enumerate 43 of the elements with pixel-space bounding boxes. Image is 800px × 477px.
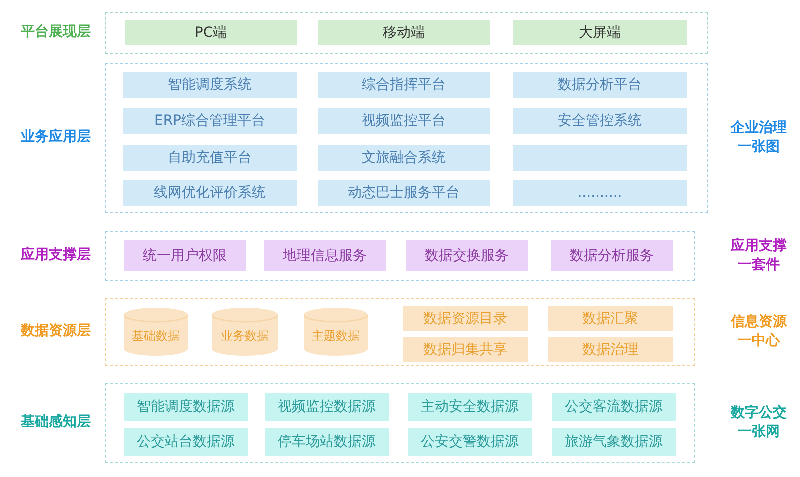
- layer-title: 业务应用层: [21, 128, 91, 146]
- layer-side-label: 信息资源一中心: [730, 313, 788, 351]
- module-box: 地理信息服务: [264, 240, 386, 271]
- module-box: 数据分析服务: [551, 240, 673, 271]
- module-box: 数据交换服务: [406, 240, 528, 271]
- module-box: 视频监控数据源: [265, 393, 389, 421]
- module-box: 智能调度数据源: [124, 393, 248, 421]
- layer-side-label: 企业治理一张图: [730, 119, 788, 157]
- module-box: 视频监控平台: [318, 108, 490, 134]
- empty-box: [513, 145, 687, 171]
- layer-title: 基础感知层: [21, 413, 91, 431]
- layer-title: 平台展现层: [21, 23, 91, 41]
- module-box: 自助充值平台: [123, 145, 297, 171]
- module-box: 综合指挥平台: [318, 72, 490, 98]
- module-box: 数据汇聚: [548, 306, 673, 331]
- module-box: 文旅融合系统: [318, 145, 490, 171]
- layer-title: 应用支撑层: [21, 246, 91, 264]
- module-box: 安全管控系统: [513, 108, 687, 134]
- module-box: PC端: [125, 20, 297, 45]
- module-box: 大屏端: [513, 20, 687, 45]
- cylinder-label: 业务数据: [221, 328, 269, 344]
- module-box: 公安交警数据源: [408, 428, 532, 456]
- module-box: 数据归集共享: [403, 337, 528, 362]
- module-box: 主动安全数据源: [408, 393, 532, 421]
- module-box: 移动端: [318, 20, 490, 45]
- module-box: 数据分析平台: [513, 72, 687, 98]
- module-box: 停车场站数据源: [265, 428, 389, 456]
- layer-title: 数据资源层: [21, 322, 91, 340]
- module-box: 数据治理: [548, 337, 673, 362]
- module-box: 智能调度系统: [123, 72, 297, 98]
- cylinder-label: 主题数据: [312, 328, 360, 344]
- module-box: 公交站台数据源: [124, 428, 248, 456]
- module-box: 线网优化评价系统: [123, 180, 297, 206]
- layer-side-label: 应用支撑一套件: [730, 237, 788, 275]
- layer-side-label: 数字公交一张网: [730, 404, 788, 442]
- module-box: 统一用户权限: [124, 240, 246, 271]
- module-box: 旅游气象数据源: [552, 428, 676, 456]
- module-box: 数据资源目录: [403, 306, 528, 331]
- module-box: ..........: [513, 180, 687, 206]
- module-box: 公交客流数据源: [552, 393, 676, 421]
- module-box: ERP综合管理平台: [123, 108, 297, 134]
- cylinder-label: 基础数据: [132, 328, 180, 344]
- module-box: 动态巴士服务平台: [318, 180, 490, 206]
